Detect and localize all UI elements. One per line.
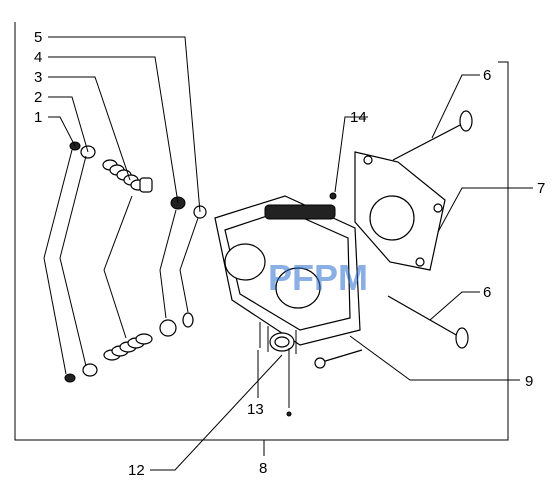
callout-2: 2 [34,89,42,106]
callout-6-lower: 6 [483,284,491,301]
cylinder-head [214,195,361,354]
callout-7: 7 [537,180,545,197]
callout-13: 13 [247,401,264,418]
callout-3: 3 [34,69,42,86]
callout-9: 9 [525,373,533,390]
callout-8: 8 [259,460,267,477]
callout-1: 1 [34,109,42,126]
spring-upper [102,159,153,193]
bolt [314,349,363,369]
callout-14: 14 [350,109,367,126]
valve-upper [392,110,473,161]
watermark-text: PFPM [268,257,368,298]
callout-6-upper: 6 [483,67,491,84]
diagram-frame [14,22,509,441]
spring-lower [103,312,194,361]
leader-lines [43,36,533,471]
o-ring [269,332,295,352]
stud-14 [329,192,337,200]
callout-12: 12 [128,462,145,479]
head-gasket [354,151,446,271]
valve-lower [387,295,469,349]
callout-4: 4 [34,49,42,66]
small-pin [286,411,292,417]
callout-5: 5 [34,29,42,46]
